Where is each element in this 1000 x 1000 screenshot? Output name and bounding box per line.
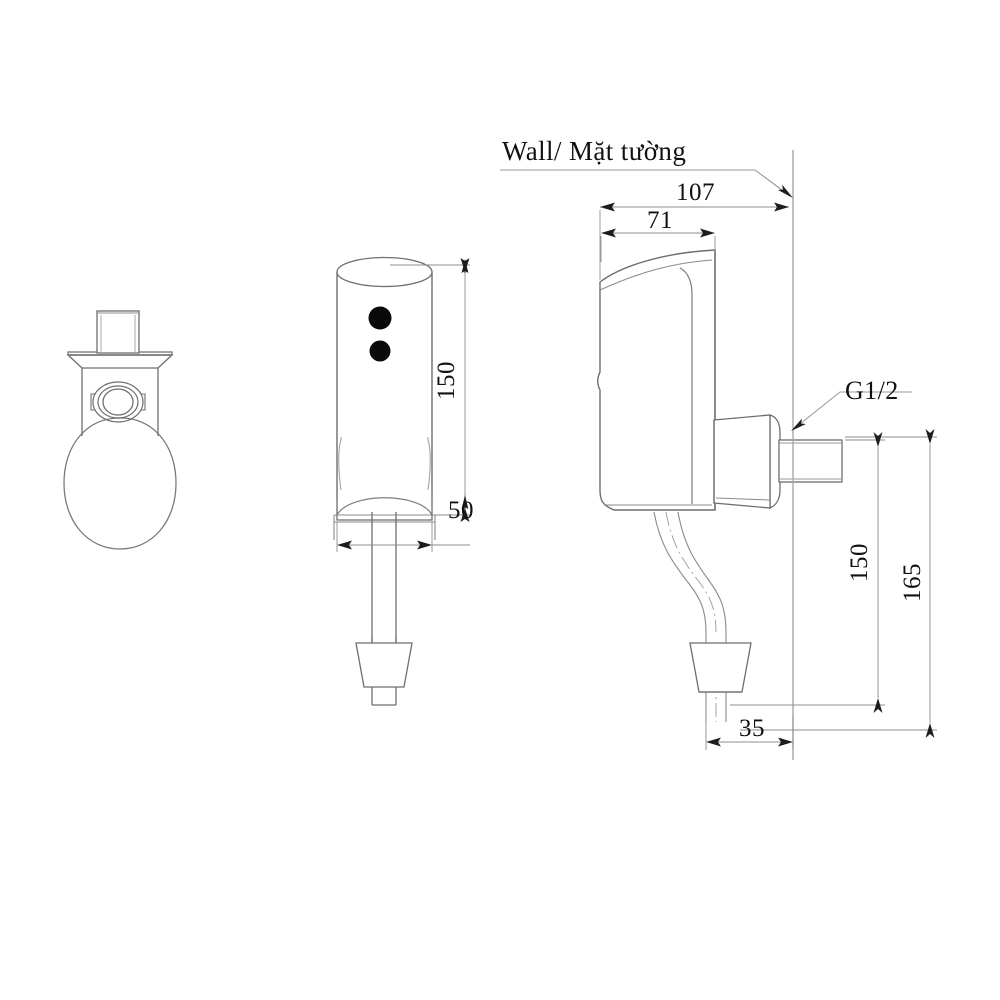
side-dim-arrowheads: [600, 202, 935, 747]
dimension-side-165: 165: [899, 563, 926, 602]
wall-label-leader: [500, 169, 791, 197]
front-view-dimensions: [336, 259, 470, 552]
dimension-107: 107: [676, 179, 715, 206]
side-elevation-view: [597, 249, 843, 722]
thread-label-leader: [794, 391, 912, 429]
front-elevation-view: [333, 256, 436, 706]
thread-leader-arrow: [791, 418, 806, 431]
dimension-35: 35: [739, 715, 765, 742]
side-view-dimensions: [599, 206, 937, 750]
dimension-front-50: 50: [448, 497, 474, 524]
sensor-window-dots: [368, 306, 392, 362]
top-plan-view: [63, 310, 177, 550]
nozzle-ring-detail: [90, 381, 146, 423]
dimension-71: 71: [647, 207, 673, 234]
front-dim-arrowheads: [337, 258, 470, 550]
dimension-front-150: 150: [433, 361, 460, 400]
dimension-side-150: 150: [846, 543, 873, 582]
thread-size-label: G1/2: [845, 376, 899, 405]
wall-label: Wall/ Mặt tường: [502, 136, 687, 166]
wall-leader-arrow: [778, 184, 793, 198]
